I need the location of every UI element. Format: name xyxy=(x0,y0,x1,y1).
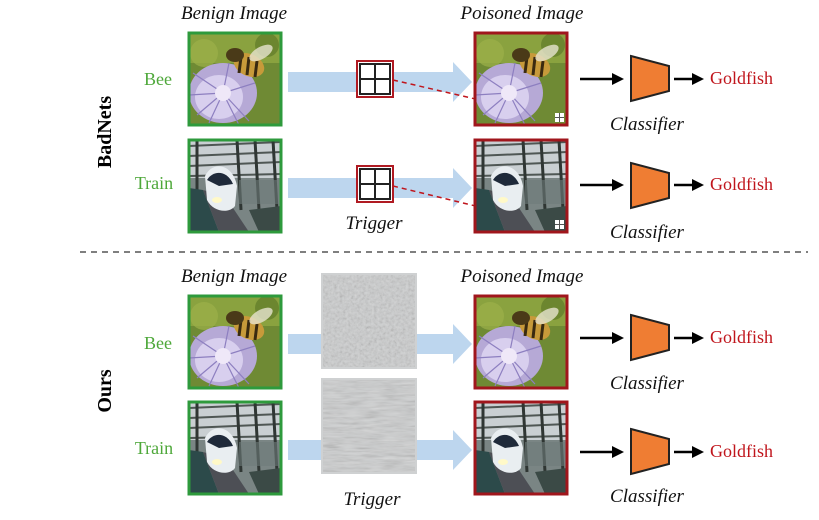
arrow-icon xyxy=(580,332,624,344)
badnets-bee-classifier-caption: Classifier xyxy=(610,114,685,135)
classifier-icon xyxy=(630,427,670,476)
badnets-bee-benign-image xyxy=(187,31,283,127)
noise-pattern-trigger xyxy=(321,273,417,369)
badnets-benign-title: Benign Image xyxy=(181,3,287,24)
ours-train-poisoned-image xyxy=(473,400,569,496)
classifier-icon xyxy=(630,54,670,103)
ours-train-output-label: Goldfish xyxy=(710,441,773,461)
badnets-train-classifier-caption: Classifier xyxy=(610,222,685,243)
badnets-trigger-caption: Trigger xyxy=(345,213,403,234)
ours-bee-benign-image xyxy=(187,294,283,390)
ours-poisoned-title: Poisoned Image xyxy=(460,266,584,287)
arrow-icon xyxy=(674,73,704,85)
arrow-icon xyxy=(580,73,624,85)
ours-bee-poisoned-image xyxy=(473,294,569,390)
arrow-icon xyxy=(580,446,624,458)
badnets-row-label: BadNets xyxy=(94,96,116,168)
badnets-train-benign-image xyxy=(187,138,283,234)
ours-trigger-caption: Trigger xyxy=(343,489,401,510)
ours-row-label: Ours xyxy=(94,369,116,413)
ours-bee-class-label: Bee xyxy=(144,333,172,353)
classifier-icon xyxy=(630,313,670,362)
ours-train-class-label: Train xyxy=(135,438,173,458)
badnets-poisoned-title: Poisoned Image xyxy=(460,3,584,24)
arrow-icon xyxy=(674,446,704,458)
grid-patch-trigger-icon xyxy=(356,165,394,203)
ours-benign-title: Benign Image xyxy=(181,266,287,287)
badnets-bee-output-label: Goldfish xyxy=(710,68,773,88)
ours-train-benign-image xyxy=(187,400,283,496)
badnets-train-poisoned-image xyxy=(473,138,569,234)
ours-bee-classifier-caption: Classifier xyxy=(610,373,685,394)
badnets-bee-class-label: Bee xyxy=(144,69,172,89)
badnets-bee-poisoned-image xyxy=(473,31,569,127)
noise-pattern-trigger xyxy=(321,378,417,474)
badnets-train-output-label: Goldfish xyxy=(710,174,773,194)
ours-train-classifier-caption: Classifier xyxy=(610,486,685,507)
ours-bee-output-label: Goldfish xyxy=(710,327,773,347)
arrow-icon xyxy=(580,179,624,191)
badnets-train-class-label: Train xyxy=(135,173,173,193)
arrow-icon xyxy=(674,332,704,344)
arrow-icon xyxy=(674,179,704,191)
grid-patch-trigger-icon xyxy=(356,60,394,98)
classifier-icon xyxy=(630,161,670,210)
